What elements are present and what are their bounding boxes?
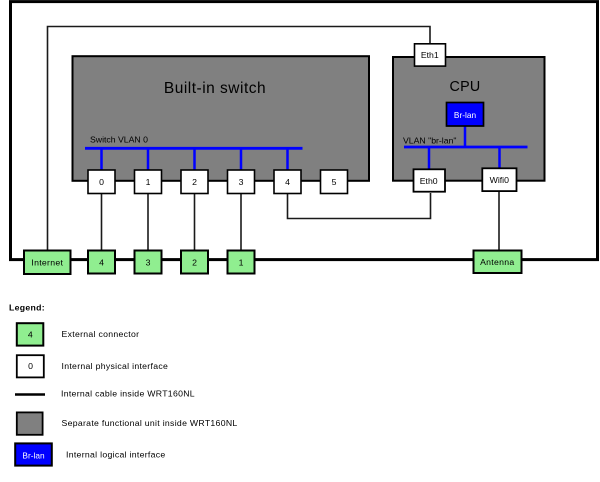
svg-text:1: 1 [146,177,151,187]
svg-text:2: 2 [192,258,197,268]
svg-text:Wifi0: Wifi0 [490,175,509,185]
svg-text:Switch VLAN 0: Switch VLAN 0 [90,135,148,145]
svg-text:4: 4 [285,177,290,187]
svg-text:0: 0 [99,177,104,187]
svg-text:Internal physical interface: Internal physical interface [62,361,169,371]
svg-text:Legend:: Legend: [9,303,45,313]
svg-text:Internal logical interface: Internal logical interface [66,450,166,460]
svg-text:4: 4 [28,330,33,340]
svg-text:1: 1 [239,258,244,268]
svg-text:Eth0: Eth0 [420,176,438,186]
svg-text:Br-lan: Br-lan [22,451,45,461]
svg-text:3: 3 [239,177,244,187]
svg-text:3: 3 [146,258,151,268]
svg-text:Built-in switch: Built-in switch [164,80,266,97]
svg-text:2: 2 [192,177,197,187]
svg-text:External connector: External connector [62,329,140,339]
svg-text:Separate functional unit insid: Separate functional unit inside WRT160NL [62,418,238,428]
svg-text:Internet: Internet [31,258,63,268]
svg-text:VLAN "br-lan": VLAN "br-lan" [403,136,457,146]
svg-text:CPU: CPU [449,79,480,95]
svg-text:Internal cable inside WRT160NL: Internal cable inside WRT160NL [61,388,195,398]
svg-text:5: 5 [332,177,337,187]
svg-text:Antenna: Antenna [480,257,514,267]
svg-text:0: 0 [28,361,33,371]
svg-text:Eth1: Eth1 [421,50,439,60]
svg-text:4: 4 [99,258,104,268]
svg-text:Br-lan: Br-lan [454,110,477,120]
